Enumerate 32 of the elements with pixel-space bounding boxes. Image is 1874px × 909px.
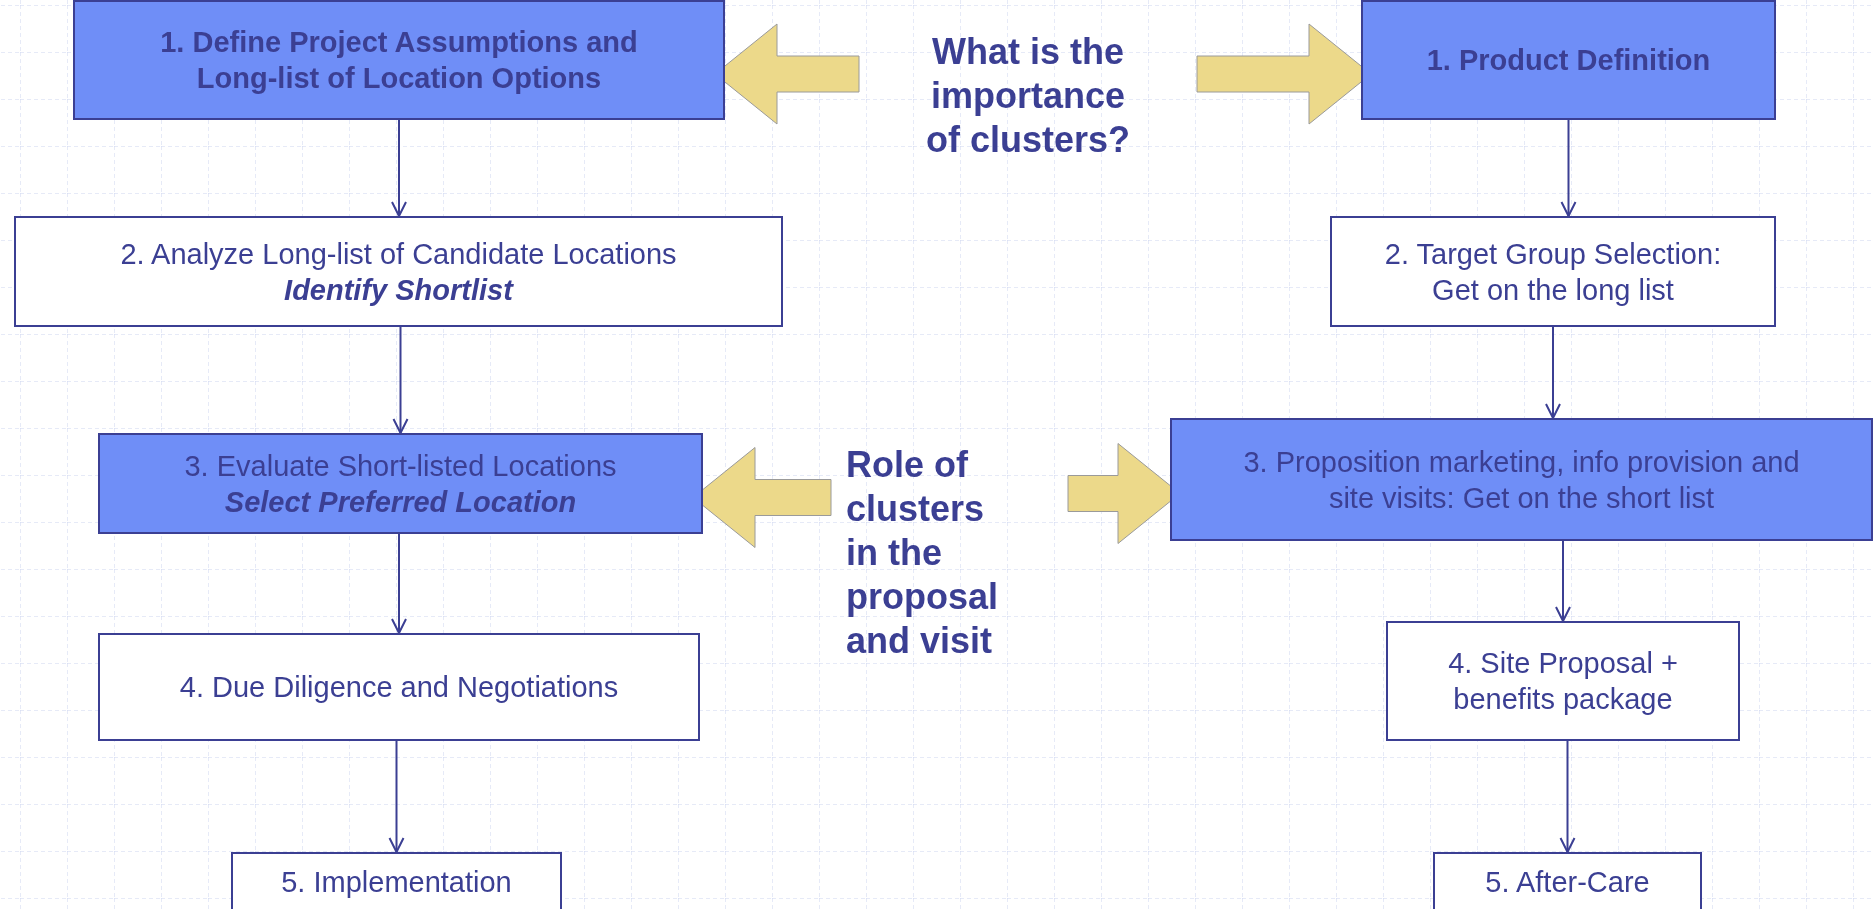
process-box bbox=[98, 633, 700, 741]
arrow bbox=[391, 533, 407, 634]
arrow bbox=[392, 326, 409, 434]
arrow bbox=[391, 119, 407, 217]
process-box bbox=[98, 433, 703, 534]
step-text: 2. Analyze Long-list of Candidate Locations bbox=[120, 236, 677, 272]
step-text: 2. Target Group Selection: Get on the long list bbox=[1383, 236, 1723, 308]
process-box bbox=[1361, 0, 1776, 120]
step-text: 1. Product Definition bbox=[1426, 43, 1711, 78]
process-box bbox=[1433, 852, 1702, 909]
arrow bbox=[1545, 326, 1561, 419]
process-box bbox=[1330, 216, 1776, 327]
step-text: Identify Shortlist bbox=[284, 272, 513, 308]
callout-text: What is the importance of clusters? bbox=[924, 30, 1131, 162]
process-box bbox=[1386, 621, 1740, 741]
arrow bbox=[1555, 540, 1571, 622]
arrow bbox=[1560, 119, 1577, 217]
step-text: 4. Site Proposal + benefits package bbox=[1447, 646, 1679, 717]
step-text: 1. Define Project Assumptions and Long-list of Location Options bbox=[159, 25, 639, 96]
step-text: 3. Proposition marketing, info provision and site visits: Get on the short list bbox=[1242, 444, 1801, 516]
process-box bbox=[14, 216, 783, 327]
callout-text: Role of clusters in the proposal and visit bbox=[845, 442, 999, 663]
process-box bbox=[231, 852, 562, 909]
step-text: 4. Due Diligence and Negotiations bbox=[179, 670, 619, 705]
process-box bbox=[1170, 418, 1873, 541]
arrow bbox=[1559, 740, 1576, 853]
step-text: 5. After-Care bbox=[1485, 865, 1650, 900]
step-text: 3. Evaluate Short-listed Locations bbox=[184, 448, 617, 484]
step-text: 5. Implementation bbox=[281, 865, 512, 900]
step-text: Select Preferred Location bbox=[224, 484, 577, 520]
process-box bbox=[73, 0, 725, 120]
arrow bbox=[388, 740, 405, 853]
